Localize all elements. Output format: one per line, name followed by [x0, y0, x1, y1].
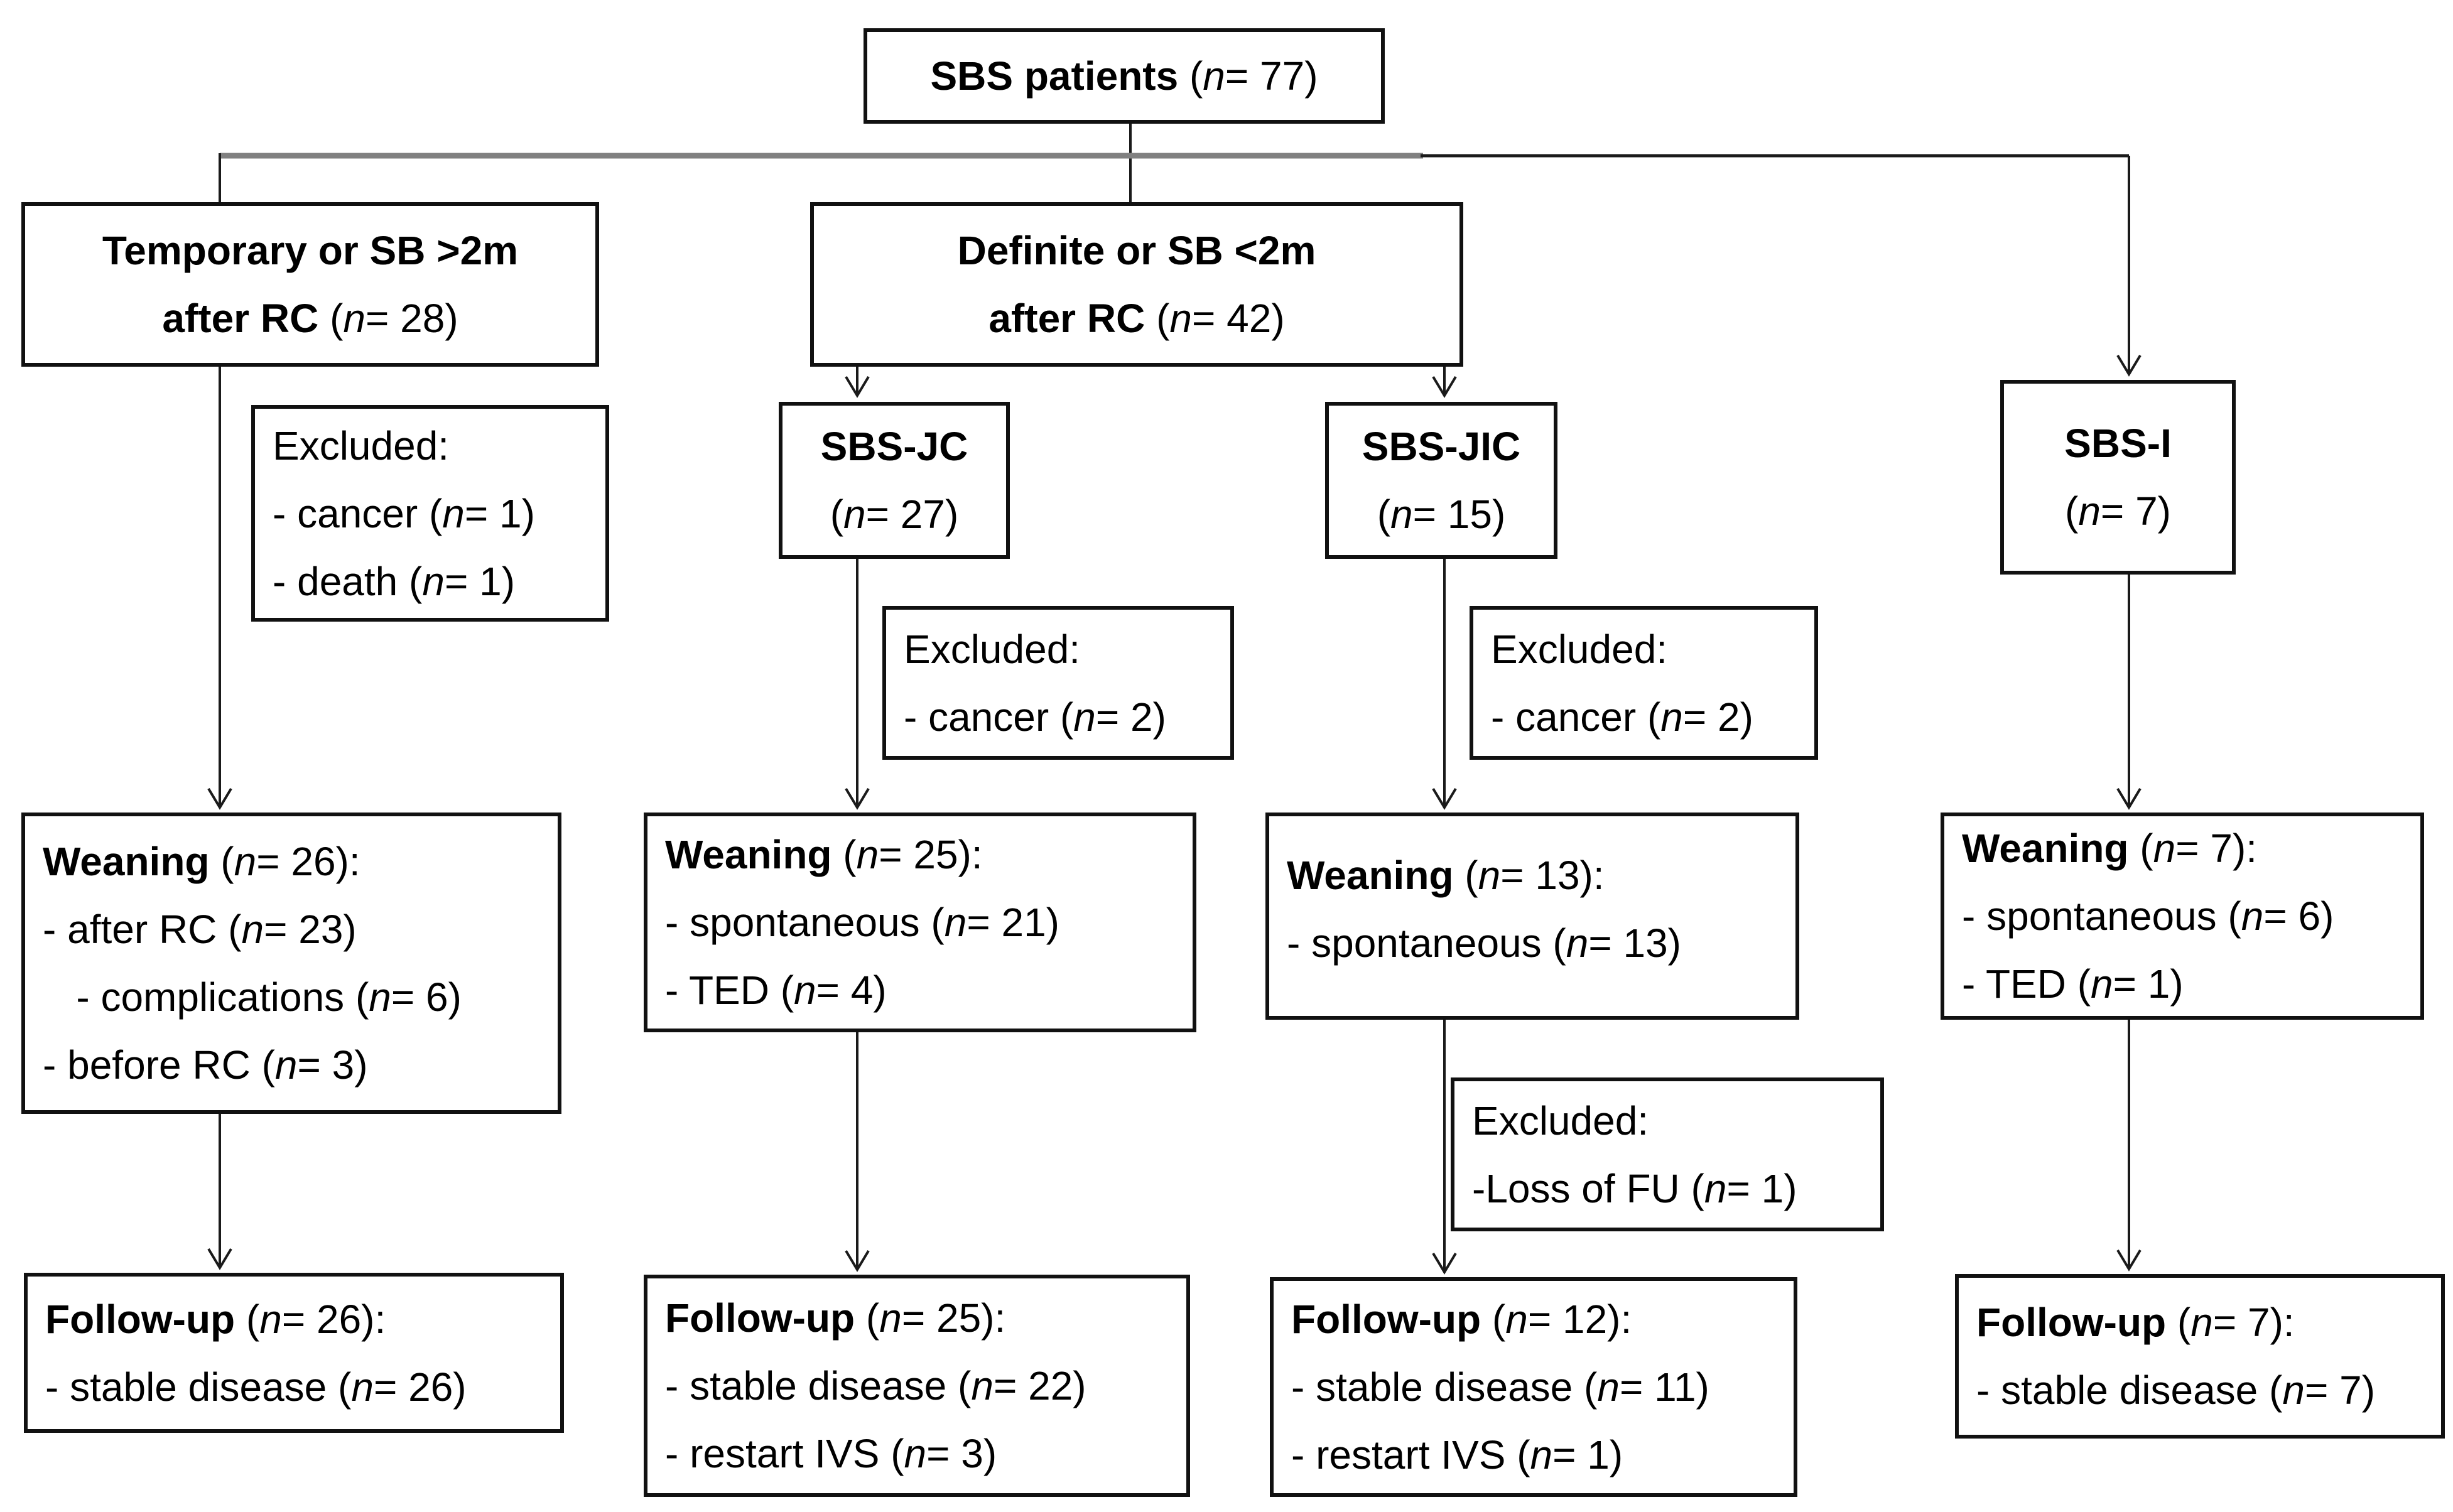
- text-line: SBS-JIC: [1362, 424, 1521, 469]
- text-line: - spontaneous (n= 13): [1287, 921, 1681, 966]
- node-excluded-temporary: Excluded: - cancer (n= 1) - death (n= 1): [251, 405, 609, 622]
- text-line: after RC (n= 28): [162, 296, 458, 341]
- node-sbs-patients: SBS patients (n= 77): [864, 28, 1385, 124]
- text-line: - TED (n= 1): [1962, 961, 2184, 1007]
- text-line: Excluded:: [273, 423, 450, 468]
- text-line: (n= 27): [830, 492, 959, 537]
- text-line: -Loss of FU (n= 1): [1472, 1165, 1797, 1211]
- text-line: Follow-up (n= 26):: [45, 1296, 386, 1342]
- node-temporary: Temporary or SB >2m after RC (n= 28): [21, 202, 599, 367]
- text-line: Definite or SB <2m: [957, 228, 1316, 273]
- text-line: - cancer (n= 2): [904, 694, 1166, 740]
- node-followup-sbs-i: Follow-up (n= 7): - stable disease (n= 7): [1955, 1274, 2445, 1439]
- text-line: - stable disease (n= 26): [45, 1364, 467, 1410]
- text-line: - death (n= 1): [273, 558, 515, 604]
- node-weaning-temporary: Weaning (n= 26): - after RC (n= 23) - com…: [21, 813, 561, 1114]
- text-line: - restart IVS (n= 3): [665, 1431, 997, 1476]
- text-line: Excluded:: [1491, 626, 1668, 672]
- text-line: - cancer (n= 1): [273, 490, 535, 536]
- text-line: Weaning (n= 7):: [1962, 826, 2258, 871]
- text-line: Follow-up (n= 25):: [665, 1295, 1006, 1341]
- text-line: Weaning (n= 26):: [43, 839, 360, 884]
- node-excluded-loss-of-fu: Excluded: -Loss of FU (n= 1): [1451, 1077, 1884, 1231]
- node-excluded-sbs-jc: Excluded: - cancer (n= 2): [882, 606, 1234, 760]
- text-line: - TED (n= 4): [665, 968, 887, 1013]
- text-line: SBS-I: [2064, 421, 2172, 466]
- node-definite: Definite or SB <2m after RC (n= 42): [810, 202, 1463, 367]
- node-weaning-sbs-i: Weaning (n= 7): - spontaneous (n= 6) - TED…: [1941, 813, 2424, 1020]
- text-line: - spontaneous (n= 6): [1962, 894, 2334, 939]
- text-line: SBS patients (n= 77): [930, 53, 1318, 99]
- text-line: - after RC (n= 23): [43, 907, 357, 952]
- text-line: Weaning (n= 25):: [665, 832, 983, 877]
- text-line: - complications (n= 6): [43, 975, 462, 1020]
- text-line: - stable disease (n= 11): [1291, 1364, 1709, 1410]
- node-sbs-jic: SBS-JIC (n= 15): [1325, 402, 1557, 559]
- text-line: SBS-JC: [820, 424, 968, 469]
- text-line: Excluded:: [904, 626, 1081, 672]
- text-line: - spontaneous (n= 21): [665, 900, 1059, 945]
- text-line: Weaning (n= 13):: [1287, 853, 1605, 898]
- text-line: Temporary or SB >2m: [102, 228, 519, 273]
- text-line: - cancer (n= 2): [1491, 694, 1753, 740]
- text-line: (n= 15): [1377, 492, 1506, 537]
- text-line: - stable disease (n= 7): [1976, 1368, 2375, 1413]
- node-sbs-i: SBS-I (n= 7): [2000, 380, 2236, 575]
- node-followup-temporary: Follow-up (n= 26): - stable disease (n= 2…: [24, 1273, 564, 1433]
- node-weaning-sbs-jic: Weaning (n= 13): - spontaneous (n= 13): [1265, 813, 1799, 1020]
- node-followup-sbs-jc: Follow-up (n= 25): - stable disease (n= 2…: [644, 1275, 1190, 1497]
- text-line: Excluded:: [1472, 1098, 1649, 1143]
- node-followup-sbs-jic: Follow-up (n= 12): - stable disease (n= 1…: [1270, 1277, 1797, 1497]
- node-excluded-sbs-jic: Excluded: - cancer (n= 2): [1470, 606, 1818, 760]
- node-sbs-jc: SBS-JC (n= 27): [779, 402, 1010, 559]
- text-line: Follow-up (n= 7):: [1976, 1300, 2295, 1345]
- text-line: - restart IVS (n= 1): [1291, 1432, 1623, 1477]
- text-line: - before RC (n= 3): [43, 1042, 368, 1088]
- text-line: (n= 7): [2065, 489, 2171, 534]
- node-weaning-sbs-jc: Weaning (n= 25): - spontaneous (n= 21) - T…: [644, 813, 1196, 1032]
- text-line: Follow-up (n= 12):: [1291, 1297, 1632, 1342]
- text-line: after RC (n= 42): [988, 296, 1285, 341]
- text-line: - stable disease (n= 22): [665, 1363, 1086, 1408]
